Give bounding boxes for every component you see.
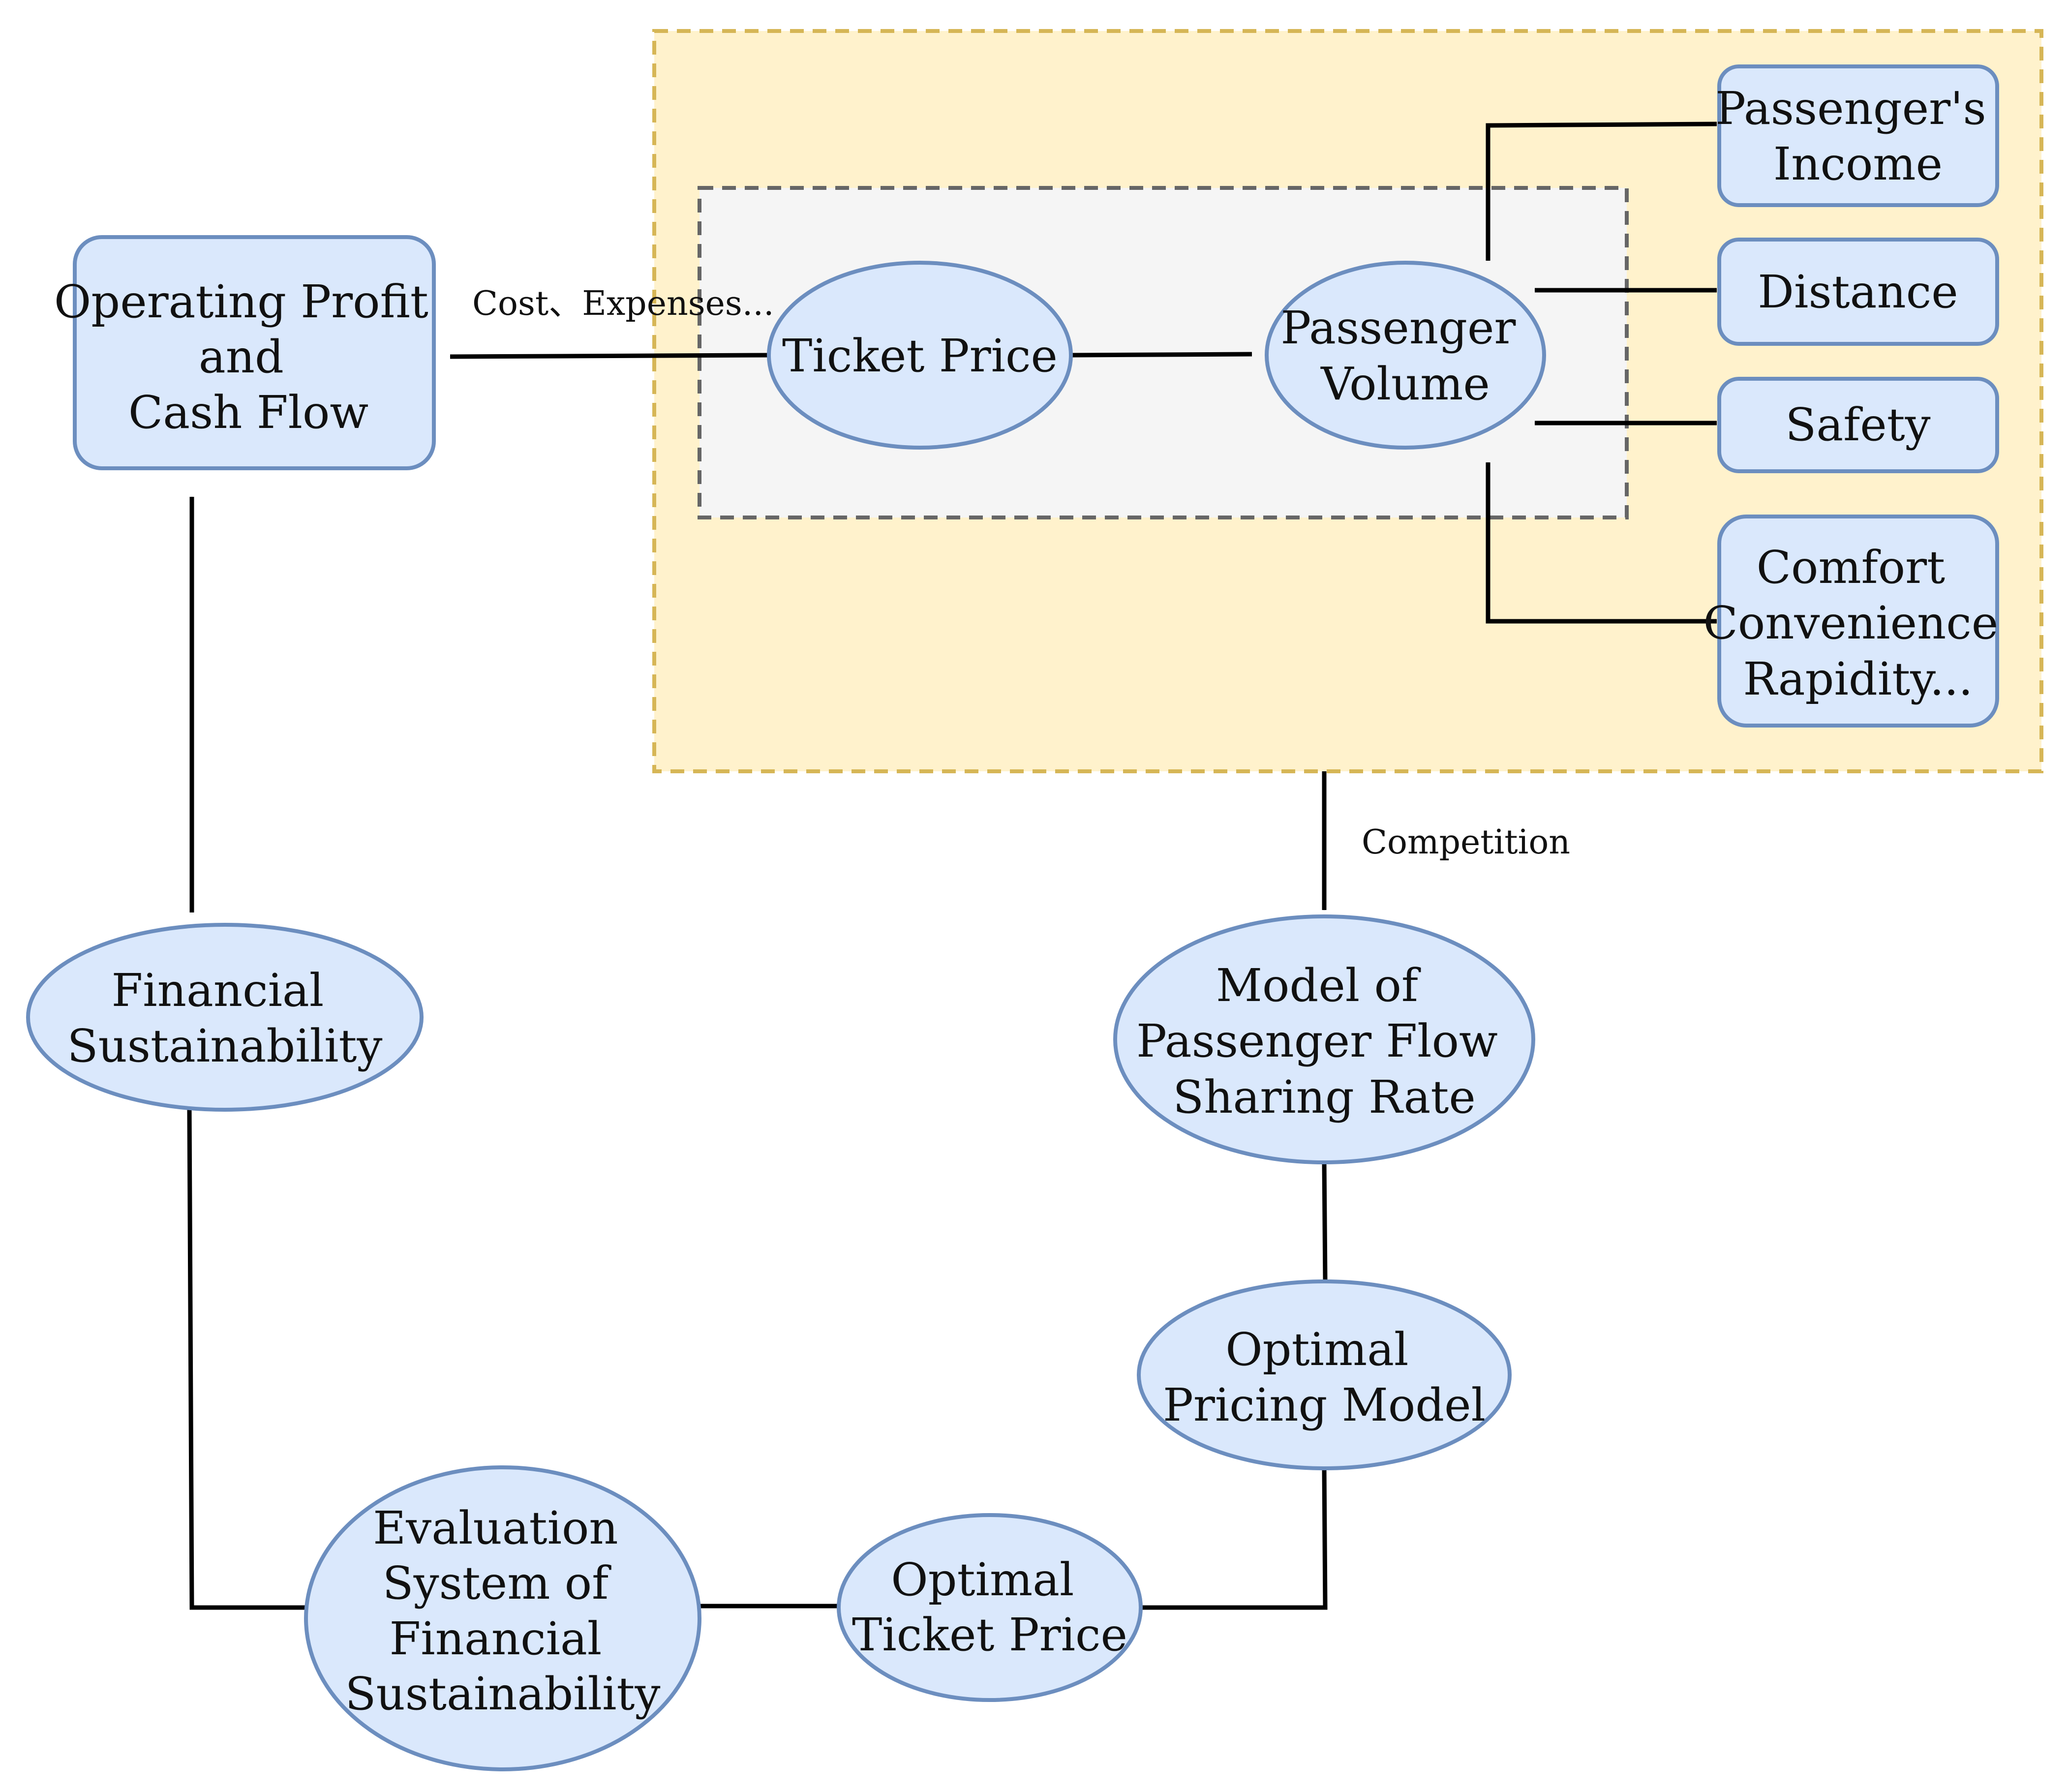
- operating-profit-line-1: Operating Profit: [54, 275, 428, 328]
- svg-text:Comfort Convenience: Comfort Convenience Rapidity...: [1703, 541, 2012, 705]
- node-passengers-income: Passenger's Income: [1715, 64, 2001, 207]
- edge-comfort-to-volume: [1486, 462, 1717, 624]
- distance-line-1: Distance: [1758, 266, 1958, 318]
- node-safety: Safety: [1717, 377, 1999, 473]
- edge-pricing-to-optimal-ticket: [1142, 1468, 1328, 1610]
- svg-text:Optimal Ticket Price: Optimal Ticket Price: [852, 1553, 1127, 1661]
- optimal-ticket-line-1: Optimal: [891, 1553, 1074, 1606]
- node-distance: Distance: [1717, 238, 1999, 346]
- svg-text:Safety: Safety: [1785, 398, 1930, 451]
- optimal-pricing-line-2: Pricing Model: [1163, 1379, 1486, 1431]
- passenger-volume-line-2: Volume: [1320, 358, 1490, 410]
- svg-text:Model of Passenger Flow: Model of Passenger Flow Sharing Rate: [1136, 959, 1512, 1124]
- operating-profit-line-2: and: [199, 331, 284, 383]
- evaluation-line-1: Evaluation: [373, 1502, 618, 1554]
- edge-ticketprice-to-profit: [450, 353, 769, 359]
- node-comfort: Comfort Convenience Rapidity...: [1703, 515, 2012, 728]
- svg-text:Operating Profit and: Operating Profit and Cash Flow: [54, 275, 443, 439]
- node-evaluation-system: Evaluation System of Financial Sustainab…: [304, 1465, 701, 1771]
- svg-text:Passenger Volume: Passenger Volume: [1280, 302, 1530, 410]
- edges: [187, 121, 1717, 1610]
- optimal-pricing-line-1: Optimal: [1225, 1323, 1408, 1376]
- evaluation-line-2: System of: [383, 1557, 612, 1610]
- svg-text:Financial Sustainability: Financial Sustainability: [67, 964, 383, 1072]
- node-ticket-price: Ticket Price: [767, 261, 1073, 450]
- financial-line-2: Sustainability: [67, 1020, 383, 1072]
- comfort-line-3: Rapidity...: [1743, 653, 1973, 705]
- node-optimal-pricing-model: Optimal Pricing Model: [1137, 1279, 1512, 1470]
- safety-line-1: Safety: [1785, 398, 1930, 451]
- node-financial-sustainability: Financial Sustainability: [26, 923, 424, 1112]
- passenger-volume-line-1: Passenger: [1280, 302, 1516, 354]
- passengers-income-line-2: Income: [1773, 138, 1943, 190]
- model-sharing-line-3: Sharing Rate: [1173, 1071, 1476, 1124]
- optimal-ticket-line-2: Ticket Price: [852, 1609, 1127, 1661]
- svg-text:Ticket Price: Ticket Price: [782, 330, 1058, 382]
- edge-ticketprice-to-volume: [1072, 352, 1252, 358]
- operating-profit-line-3: Cash Flow: [128, 386, 368, 439]
- node-operating-profit: Operating Profit and Cash Flow: [54, 235, 443, 470]
- passengers-income-line-1: Passenger's: [1715, 82, 1986, 135]
- evaluation-line-4: Sustainability: [345, 1668, 661, 1720]
- node-optimal-ticket-price: Optimal Ticket Price: [837, 1513, 1143, 1702]
- ticket-price-line-1: Ticket Price: [782, 330, 1058, 382]
- label-competition: Competition: [1362, 823, 1570, 862]
- node-model-sharing-rate: Model of Passenger Flow Sharing Rate: [1113, 914, 1535, 1164]
- edge-income-to-volume: [1486, 121, 1717, 261]
- financial-line-1: Financial: [111, 964, 324, 1017]
- svg-text:Evaluation System of: Evaluation System of Financial Sustainab…: [345, 1502, 661, 1720]
- svg-text:Optimal Pricing Model: Optimal Pricing Model: [1163, 1323, 1486, 1431]
- svg-text:Distance: Distance: [1758, 266, 1958, 318]
- model-sharing-line-2: Passenger Flow: [1136, 1015, 1498, 1067]
- model-sharing-line-1: Model of: [1216, 959, 1421, 1012]
- edge-model-to-pricing: [1322, 1162, 1328, 1282]
- evaluation-line-3: Financial: [389, 1612, 602, 1665]
- svg-text:Passenger's Income: Passenger's Income: [1715, 82, 2001, 190]
- node-passenger-volume: Passenger Volume: [1265, 261, 1546, 450]
- edge-evaluation-to-financial: [187, 1109, 307, 1610]
- comfort-line-2: Convenience: [1703, 597, 1998, 649]
- label-cost-expenses: Cost、Expenses...: [472, 284, 774, 323]
- comfort-line-1: Comfort: [1757, 541, 1945, 594]
